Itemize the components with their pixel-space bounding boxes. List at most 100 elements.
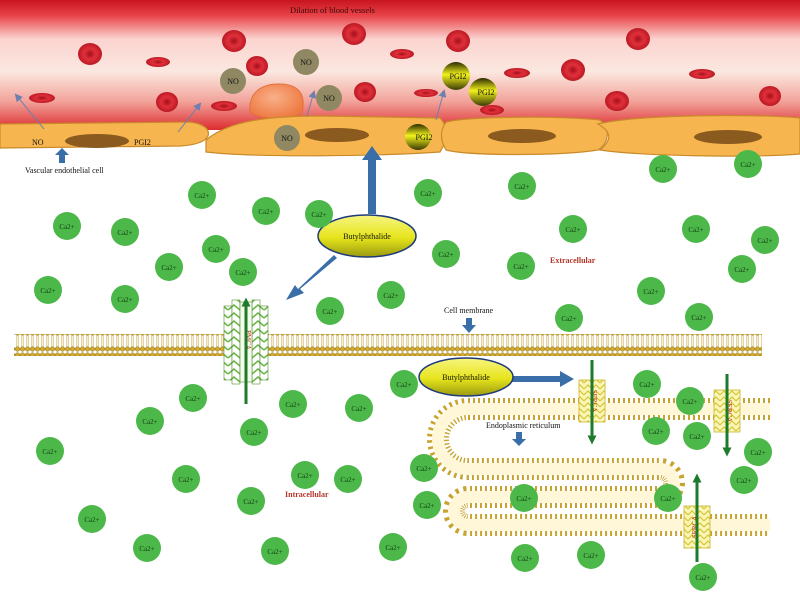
serca-pump-2: SERCA xyxy=(713,374,741,457)
calcium-ion: Ca2+ xyxy=(291,461,319,489)
calcium-ion: Ca2+ xyxy=(559,215,587,243)
no-molecule: NO xyxy=(220,68,246,94)
svg-text:Ca2+: Ca2+ xyxy=(688,226,703,234)
nucleus xyxy=(694,130,762,144)
svg-text:Ca2+: Ca2+ xyxy=(340,476,355,484)
svg-text:Ca2+: Ca2+ xyxy=(235,269,250,277)
calcium-ion: Ca2+ xyxy=(734,150,762,178)
svg-text:Ca2+: Ca2+ xyxy=(740,161,755,169)
pgi2-molecules: PGI2 PGI2 PGI2 xyxy=(405,62,497,150)
endothelial-layer xyxy=(0,114,800,157)
red-blood-cell xyxy=(480,105,504,115)
red-blood-cell xyxy=(561,59,585,81)
svg-text:Ca2+: Ca2+ xyxy=(516,495,531,503)
drug-to-serca-arrow xyxy=(512,371,574,387)
nucleus xyxy=(65,134,129,148)
red-blood-cell xyxy=(78,43,102,65)
calcium-ion: Ca2+ xyxy=(728,255,756,283)
svg-text:Ca2+: Ca2+ xyxy=(420,190,435,198)
red-blood-cell xyxy=(414,89,438,97)
calcium-ion: Ca2+ xyxy=(676,387,704,415)
endoplasmic-reticulum-label: Endoplasmic reticulum xyxy=(486,421,561,430)
calcium-ion: Ca2+ xyxy=(155,253,183,281)
no-molecule: NO xyxy=(274,125,300,151)
calcium-ion: Ca2+ xyxy=(577,541,605,569)
svg-text:Ca2+: Ca2+ xyxy=(142,418,157,426)
svg-text:PGI2: PGI2 xyxy=(450,72,467,81)
drug-to-endothelium-arrow xyxy=(362,146,382,214)
calcium-ion: Ca2+ xyxy=(179,384,207,412)
red-blood-cell xyxy=(354,82,376,102)
svg-text:Ca2+: Ca2+ xyxy=(351,405,366,413)
svg-text:Ca2+: Ca2+ xyxy=(194,192,209,200)
svg-text:Ca2+: Ca2+ xyxy=(757,237,772,245)
calcium-ion: Ca2+ xyxy=(410,454,438,482)
serca-label: SERCA xyxy=(725,400,733,423)
calcium-ion: Ca2+ xyxy=(202,235,230,263)
butylphthalide-label: Butylphthalide xyxy=(343,232,391,241)
svg-text:Ca2+: Ca2+ xyxy=(513,263,528,271)
calcium-ion: Ca2+ xyxy=(133,534,161,562)
calcium-ion: Ca2+ xyxy=(683,422,711,450)
svg-text:Ca2+: Ca2+ xyxy=(246,429,261,437)
svg-text:Ca2+: Ca2+ xyxy=(396,381,411,389)
vessel-title: Dilation of blood vessels xyxy=(290,5,375,15)
calcium-ion: Ca2+ xyxy=(136,407,164,435)
calcium-ion: Ca2+ xyxy=(642,417,670,445)
butylphthalide-upper: Butylphthalide xyxy=(286,146,417,300)
svg-text:Ca2+: Ca2+ xyxy=(565,226,580,234)
red-blood-cell xyxy=(390,49,414,59)
svg-text:Ca2+: Ca2+ xyxy=(734,266,749,274)
calcium-ion: Ca2+ xyxy=(240,418,268,446)
red-blood-cells xyxy=(29,23,781,115)
blood-vessel: Dilation of blood vessels xyxy=(0,0,800,130)
svg-text:Ca2+: Ca2+ xyxy=(655,166,670,174)
calcium-ion: Ca2+ xyxy=(682,215,710,243)
nucleus xyxy=(488,129,556,143)
svg-text:Ca2+: Ca2+ xyxy=(208,246,223,254)
calcium-ion: Ca2+ xyxy=(334,465,362,493)
svg-text:Ca2+: Ca2+ xyxy=(383,292,398,300)
svg-text:PGI2: PGI2 xyxy=(478,88,495,97)
calcium-ion: Ca2+ xyxy=(414,179,442,207)
endothelial-pointer-arrow xyxy=(55,148,69,163)
calcium-ion: Ca2+ xyxy=(649,155,677,183)
calcium-ion: Ca2+ xyxy=(507,252,535,280)
cell-membrane-arrow xyxy=(462,318,476,333)
red-blood-cell xyxy=(504,68,530,78)
calcium-ion: Ca2+ xyxy=(508,172,536,200)
calcium-ion: Ca2+ xyxy=(172,465,200,493)
svg-text:Ca2+: Ca2+ xyxy=(285,401,300,409)
no-molecule: NO xyxy=(293,49,319,75)
calcium-ion: Ca2+ xyxy=(751,226,779,254)
calcium-ion: Ca2+ xyxy=(53,212,81,240)
pmca-channel: PMCA xyxy=(223,297,269,404)
svg-text:Ca2+: Ca2+ xyxy=(689,433,704,441)
calcium-ion: Ca2+ xyxy=(188,181,216,209)
calcium-ion: Ca2+ xyxy=(637,277,665,305)
svg-text:Ca2+: Ca2+ xyxy=(643,288,658,296)
svg-text:Ca2+: Ca2+ xyxy=(660,495,675,503)
no-molecules: NO NO NO NO xyxy=(220,49,342,151)
calcium-ion: Ca2+ xyxy=(111,285,139,313)
red-blood-cell xyxy=(211,101,237,111)
red-blood-cell xyxy=(342,23,366,45)
calcium-ion: Ca2+ xyxy=(305,200,333,228)
serca-pump-1: SERCA xyxy=(578,360,606,445)
calcium-ion: Ca2+ xyxy=(555,304,583,332)
red-blood-cell xyxy=(759,86,781,106)
calcium-ion: Ca2+ xyxy=(252,197,280,225)
cell-membrane-label: Cell membrane xyxy=(444,306,494,315)
svg-text:Ca2+: Ca2+ xyxy=(438,251,453,259)
svg-text:Ca2+: Ca2+ xyxy=(736,477,751,485)
calcium-ions: Ca2+ Ca2+ Ca2+ Ca2+ Ca2+ Ca2+ Ca2+ Ca2+ Ca2+ Ca2+… xyxy=(34,150,779,591)
intracellular-label: Intracellular xyxy=(285,490,329,499)
svg-text:Ca2+: Ca2+ xyxy=(639,381,654,389)
calcium-ion: Ca2+ xyxy=(345,394,373,422)
calcium-ion: Ca2+ xyxy=(390,370,418,398)
svg-text:Ca2+: Ca2+ xyxy=(178,476,193,484)
svg-text:Ca2+: Ca2+ xyxy=(311,211,326,219)
svg-text:Ca2+: Ca2+ xyxy=(691,314,706,322)
svg-text:Ca2+: Ca2+ xyxy=(750,449,765,457)
